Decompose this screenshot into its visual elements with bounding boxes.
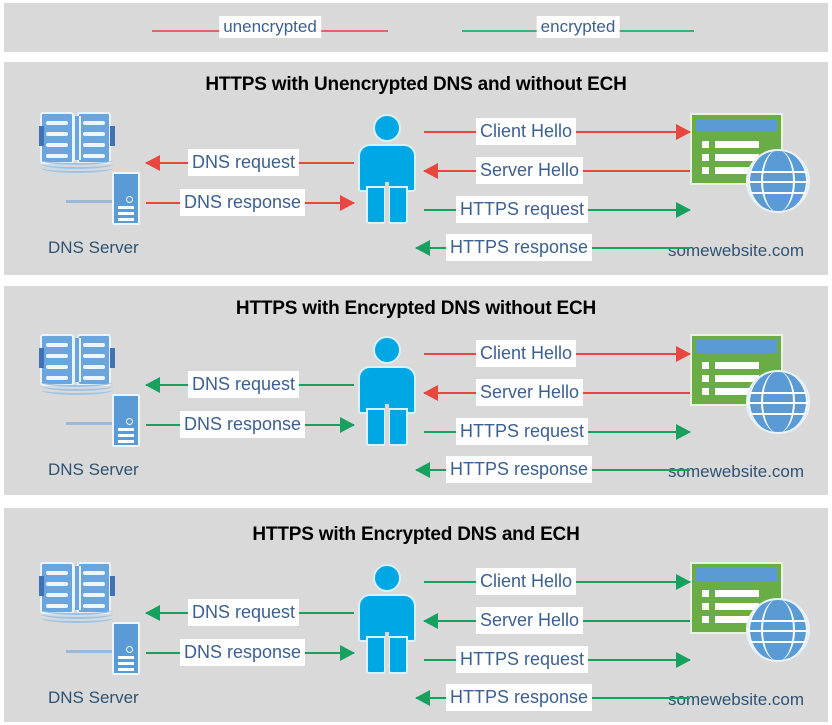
globe-icon bbox=[746, 598, 810, 662]
server-tower-icon bbox=[112, 172, 140, 225]
flow-label: HTTPS request bbox=[456, 646, 589, 673]
scenario-panel-encrypted-dns: HTTPS with Encrypted DNS without ECH DNS… bbox=[4, 286, 828, 495]
flow-https-request: HTTPS request bbox=[424, 196, 691, 223]
flow-label: Server Hello bbox=[476, 157, 584, 184]
scenario-panel-unencrypted-dns: HTTPS with Unencrypted DNS and without E… bbox=[4, 62, 828, 275]
flow-label: HTTPS response bbox=[446, 684, 593, 711]
dns-server-label: DNS Server bbox=[48, 688, 139, 707]
flow-https-response: HTTPS response bbox=[415, 456, 690, 483]
flow-label: DNS request bbox=[188, 599, 300, 626]
flow-dns-request: DNS request bbox=[145, 599, 354, 626]
legend-label-unencrypted: unencrypted bbox=[219, 16, 321, 38]
flow-https-request: HTTPS request bbox=[424, 646, 691, 673]
flow-dns-request: DNS request bbox=[145, 149, 354, 176]
flow-label: Server Hello bbox=[476, 607, 584, 634]
panel-title: HTTPS with Encrypted DNS without ECH bbox=[235, 298, 597, 319]
flow-label: Server Hello bbox=[476, 379, 584, 406]
flow-label: Client Hello bbox=[476, 340, 577, 367]
flow-label: Client Hello bbox=[476, 118, 577, 145]
person-icon bbox=[356, 336, 418, 448]
flow-label: DNS response bbox=[180, 189, 306, 216]
flow-client-hello: Client Hello bbox=[424, 340, 691, 367]
dns-server-label: DNS Server bbox=[48, 238, 139, 257]
server-tower-icon bbox=[112, 622, 140, 675]
legend-item-encrypted: encrypted bbox=[462, 3, 694, 52]
flow-dns-response: DNS response bbox=[146, 411, 355, 438]
flow-label: HTTPS response bbox=[446, 234, 593, 261]
flow-client-hello: Client Hello bbox=[424, 118, 691, 145]
flow-https-response: HTTPS response bbox=[415, 684, 690, 711]
flow-dns-response: DNS response bbox=[146, 639, 355, 666]
panel-title: HTTPS with Encrypted DNS and ECH bbox=[252, 524, 580, 545]
person-icon bbox=[356, 564, 418, 676]
globe-icon bbox=[746, 149, 810, 213]
flow-label: DNS request bbox=[188, 149, 300, 176]
dns-server-label: DNS Server bbox=[48, 460, 139, 479]
legend-label-encrypted: encrypted bbox=[536, 16, 620, 38]
flow-label: DNS request bbox=[188, 371, 300, 398]
book-icon bbox=[39, 112, 115, 174]
flow-server-hello: Server Hello bbox=[423, 157, 690, 184]
flow-label: DNS response bbox=[180, 639, 306, 666]
flow-https-response: HTTPS response bbox=[415, 234, 690, 261]
scenario-panel-encrypted-dns-and-ech: HTTPS with Encrypted DNS and ECH DNS Ser… bbox=[4, 508, 828, 722]
book-icon bbox=[39, 334, 115, 396]
flow-server-hello: Server Hello bbox=[423, 607, 690, 634]
server-tower-icon bbox=[112, 394, 140, 447]
flow-label: Client Hello bbox=[476, 568, 577, 595]
flow-label: HTTPS request bbox=[456, 418, 589, 445]
legend-item-unencrypted: unencrypted bbox=[152, 3, 388, 52]
website-label: somewebsite.com bbox=[668, 690, 805, 709]
legend-panel: unencrypted encrypted bbox=[4, 3, 828, 52]
panel-title: HTTPS with Unencrypted DNS and without E… bbox=[205, 74, 627, 95]
flow-label: HTTPS response bbox=[446, 456, 593, 483]
globe-icon bbox=[746, 370, 810, 434]
flow-dns-request: DNS request bbox=[145, 371, 354, 398]
flow-label: DNS response bbox=[180, 411, 306, 438]
flow-https-request: HTTPS request bbox=[424, 418, 691, 445]
person-icon bbox=[356, 114, 418, 226]
flow-dns-response: DNS response bbox=[146, 189, 355, 216]
flow-label: HTTPS request bbox=[456, 196, 589, 223]
website-label: somewebsite.com bbox=[668, 241, 805, 260]
book-icon bbox=[39, 562, 115, 624]
flow-server-hello: Server Hello bbox=[423, 379, 690, 406]
website-label: somewebsite.com bbox=[668, 462, 805, 481]
flow-client-hello: Client Hello bbox=[424, 568, 691, 595]
